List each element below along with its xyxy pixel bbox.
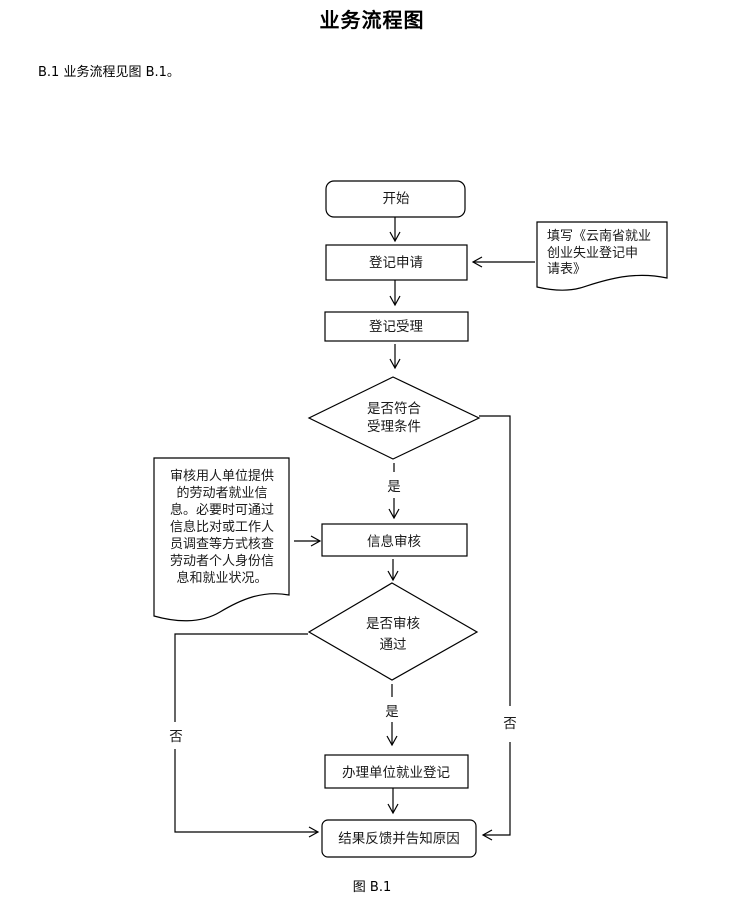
decision1-label-1: 是否符合	[367, 401, 421, 417]
review-note-line-6: 劳动者个人身份信	[170, 553, 274, 569]
edge-label-yes-2: 是	[385, 704, 399, 720]
form-note-line-1: 填写《云南省就业	[547, 228, 651, 244]
result-label: 结果反馈并告知原因	[338, 830, 460, 847]
decision2-label-1: 是否审核	[366, 616, 420, 632]
review-note-line-7: 息和就业状况。	[176, 570, 267, 586]
handle-node	[324, 754, 469, 789]
result-node	[321, 819, 477, 858]
review-note-line-5: 员调查等方式核查	[170, 536, 274, 552]
form-note-line-3: 请表》	[547, 262, 586, 277]
review-note-line-1: 审核用人单位提供	[170, 468, 274, 484]
review-note-line-3: 息。必要时可通过	[170, 502, 274, 518]
edge-label-no-right: 否	[503, 716, 517, 732]
review-note-line-4: 信息比对或工作人	[170, 519, 274, 535]
handle-label: 办理单位就业登记	[342, 765, 450, 781]
edge-decision1-no	[479, 415, 511, 706]
decision2-label-2: 通过	[380, 637, 407, 653]
page-title: 业务流程图	[319, 8, 425, 32]
edge-label-yes-1: 是	[387, 479, 401, 495]
start-label: 开始	[383, 191, 410, 207]
apply-label: 登记申请	[369, 255, 423, 271]
accept-node	[324, 311, 469, 342]
review-label: 信息审核	[367, 533, 421, 550]
edge-label-no-left: 否	[169, 729, 183, 745]
review-note-line-2: 的劳动者就业信	[176, 485, 267, 501]
form-note-line-2: 创业失业登记申	[547, 246, 638, 261]
review-note-shape	[153, 457, 290, 622]
decision1-label-2: 受理条件	[367, 418, 421, 435]
accept-label: 登记受理	[369, 319, 423, 335]
apply-node	[325, 244, 468, 281]
intro-text: B.1 业务流程见图 B.1。	[38, 65, 180, 80]
edge-decision2-no	[174, 633, 308, 722]
figure-caption: 图 B.1	[352, 880, 392, 895]
decision1-node	[307, 376, 481, 460]
decision2-node	[307, 582, 479, 681]
review-node	[321, 523, 468, 557]
form-note-shape	[536, 221, 668, 291]
